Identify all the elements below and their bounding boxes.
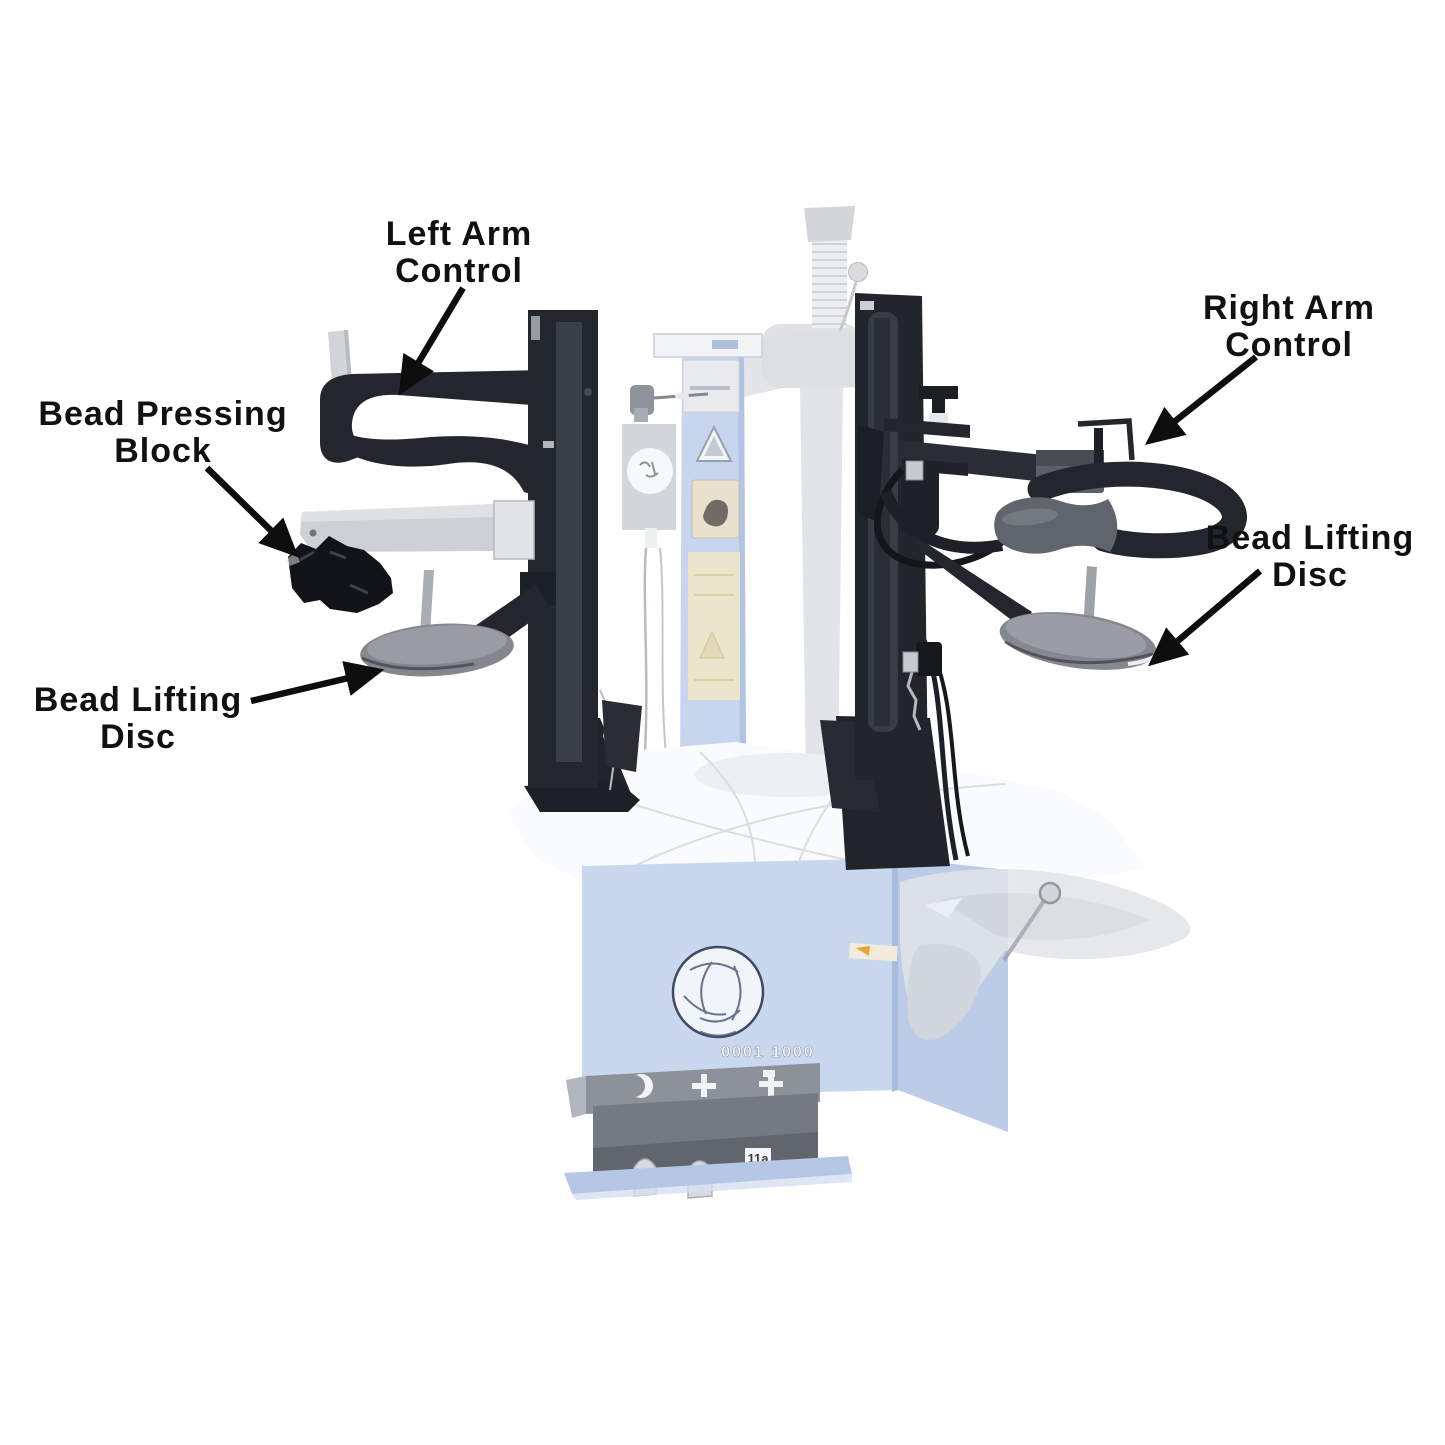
left-arm-assembly: [300, 330, 545, 560]
warning-decal-triangle: [695, 424, 733, 462]
bead-lifting-disc-right: [912, 534, 1160, 670]
threaded-shaft: [804, 206, 855, 328]
valve-lever: [630, 385, 709, 422]
pedal-panel: 11a: [564, 1063, 852, 1200]
spec-label-decal: [688, 552, 740, 700]
label-bead-lifting-disc-right: Bead Lifting Disc: [1206, 520, 1414, 594]
gauge-panel: [622, 424, 676, 548]
label-line: Bead Lifting: [1205, 519, 1415, 557]
t-handle-knob: [919, 386, 958, 415]
callout-arrow-bead-lifting-disc-right: [1148, 568, 1263, 667]
loop-arm: [1027, 461, 1247, 559]
right-tower: [820, 293, 970, 870]
bead-lifting-disc-left: [360, 570, 556, 677]
left-arm-lower: [338, 432, 545, 498]
right-arm-assembly: [873, 386, 1247, 569]
breaker-handle-ball: [1038, 881, 1062, 905]
disc-pin-left: [420, 570, 434, 634]
roller-grip: [994, 497, 1118, 554]
brand-logo: [671, 945, 765, 1039]
callout-arrow-right-arm-control: [1144, 354, 1259, 446]
label-line: Disc: [1272, 556, 1348, 594]
callout-arrow-bead-lifting-disc-left: [250, 661, 385, 705]
label-line: Bead Pressing: [38, 395, 288, 433]
callout-arrow-bead-pressing-block: [204, 465, 299, 558]
label-bead-lifting-disc-left: Bead Lifting Disc: [34, 682, 242, 756]
model-text: 0001 1000: [721, 1044, 815, 1061]
machine-center-faded: [622, 206, 868, 776]
knob-ball: [848, 262, 868, 282]
bead-breaker-arm-faded: [900, 868, 1191, 1040]
crescent-symbol: [623, 1074, 653, 1098]
label-line: Control: [395, 252, 523, 290]
label-line: Block: [114, 432, 212, 470]
label-line: Left Arm: [385, 215, 533, 253]
callout-arrow-left-arm-control: [398, 286, 466, 396]
label-right-arm-control: Right Arm Control: [1203, 290, 1375, 364]
warning-decal-square: [691, 479, 740, 539]
label-line: Disc: [100, 718, 176, 756]
left-arm-upper: [320, 370, 545, 463]
bead-pressing-block: [286, 536, 393, 613]
label-bead-pressing-block: Bead Pressing Block: [38, 396, 287, 470]
label-line: Bead Lifting: [33, 681, 243, 719]
label-line: Control: [1225, 326, 1353, 364]
disc-pin-right: [1083, 566, 1097, 630]
plus-symbol: [692, 1074, 716, 1097]
label-line: Right Arm: [1202, 289, 1376, 327]
clamp-symbol: [759, 1070, 783, 1098]
right-arm-beam: [898, 440, 1044, 482]
side-sticker: [848, 943, 898, 962]
label-left-arm-control: Left Arm Control: [386, 216, 533, 290]
